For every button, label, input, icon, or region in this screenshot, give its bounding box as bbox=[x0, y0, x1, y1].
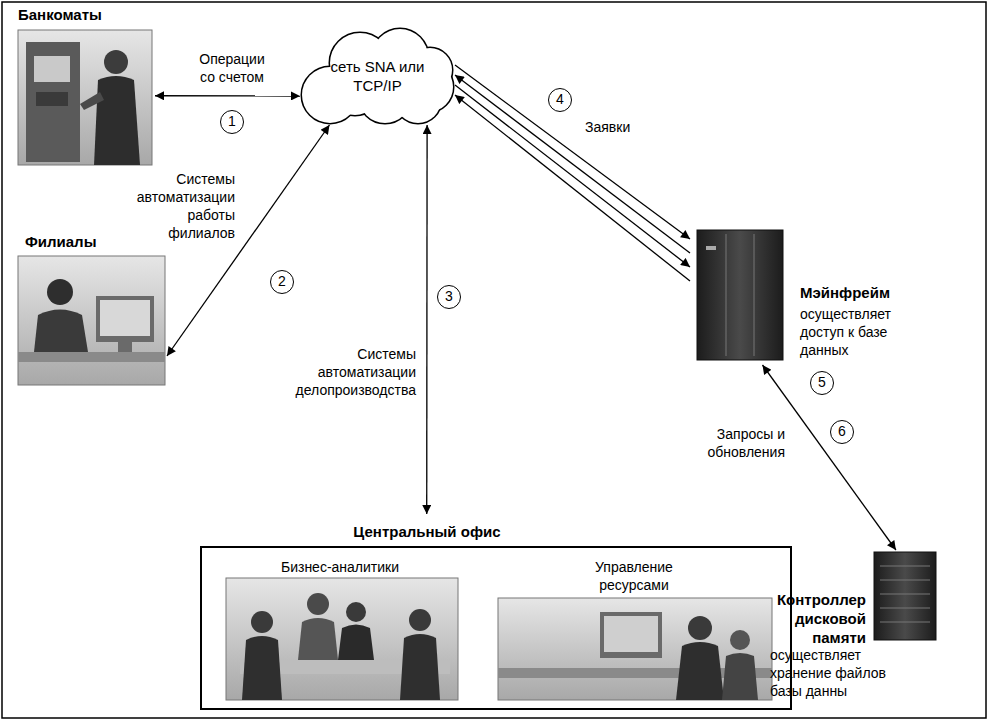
connector-arrow bbox=[426, 125, 428, 514]
branch-node: Филиалы bbox=[15, 232, 167, 387]
edge-label: Запросы и обновления bbox=[690, 425, 785, 461]
node-heading: Мэйнфрейм bbox=[800, 283, 970, 302]
mainframe-node: Мэйнфрейм осуществляет доступ к базе данн… bbox=[690, 225, 980, 365]
connector-arrow bbox=[155, 95, 300, 97]
connector-arrow bbox=[455, 95, 690, 281]
resources-photo bbox=[498, 598, 772, 700]
edge-label: Заявки bbox=[585, 118, 655, 136]
atm-node: Банкоматы bbox=[15, 5, 155, 170]
edge-label: Системы автоматизации работы филиалов bbox=[131, 170, 235, 242]
atm-photo bbox=[18, 30, 152, 165]
branch-photo bbox=[18, 256, 165, 385]
disk-controller-node: Контроллер дисковой памятиосуществляет х… bbox=[770, 550, 982, 710]
callout-number: 4 bbox=[548, 88, 572, 112]
analysts-node: Бизнес-аналитики bbox=[220, 554, 462, 704]
node-body: осуществляет хранение файлов базы данны bbox=[770, 646, 888, 700]
callout-number: 5 bbox=[810, 371, 834, 395]
edge-label: Системы автоматизации делопроизводства bbox=[290, 345, 416, 399]
node-heading: сеть SNA или TCP/IP bbox=[320, 57, 435, 95]
node-body: осуществляет доступ к базе данных bbox=[800, 305, 910, 359]
node-heading: Филиалы bbox=[25, 232, 165, 251]
node-heading: Бизнес-аналитики bbox=[220, 558, 460, 576]
connector-arrow bbox=[455, 65, 690, 239]
callout-number: 1 bbox=[220, 110, 244, 134]
central-office-box: Центральный офисБизнес-аналитики Управлен… bbox=[200, 514, 792, 712]
edge-label: Операции со счетом bbox=[192, 50, 272, 86]
disk-controller-picture bbox=[874, 552, 936, 640]
resources-node: Управление ресурсами bbox=[492, 554, 776, 704]
analysts-photo bbox=[226, 578, 458, 700]
callout-number: 3 bbox=[437, 285, 461, 309]
node-heading: Центральный офис bbox=[200, 522, 654, 541]
node-heading: Контроллер дисковой памяти bbox=[770, 590, 866, 647]
mainframe-picture bbox=[697, 230, 783, 360]
connector-arrow bbox=[455, 75, 690, 253]
network-cloud: сеть SNA или TCP/IP bbox=[300, 25, 455, 125]
node-heading: Управление ресурсами bbox=[579, 558, 689, 594]
callout-number: 6 bbox=[830, 420, 854, 444]
callout-number: 2 bbox=[270, 270, 294, 294]
connector-arrow bbox=[455, 85, 690, 267]
node-heading: Банкоматы bbox=[18, 5, 152, 24]
